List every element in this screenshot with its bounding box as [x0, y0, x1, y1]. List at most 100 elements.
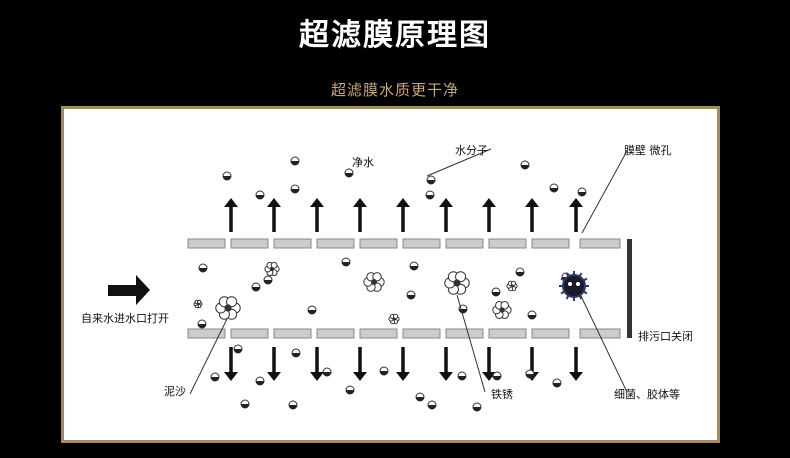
page-subtitle: 超滤膜水质更干净 [330, 81, 459, 99]
water-molecule-shade [553, 383, 561, 387]
membrane-segment-bottom [402, 328, 441, 339]
bacteria-eye [576, 282, 580, 286]
membrane-segment-bottom [488, 328, 527, 339]
leader-water-molecule [426, 148, 492, 177]
water-molecule-shade [291, 161, 299, 165]
sand-particle [226, 296, 238, 308]
membrane-segment-top [402, 238, 441, 249]
water-molecule-shade [578, 192, 586, 196]
membrane-segment-top [445, 238, 484, 249]
label-clean-water: 净水 [352, 156, 374, 169]
water-molecule-shade [492, 292, 500, 296]
arrow-down-head [569, 372, 583, 381]
water-molecule-shade [380, 371, 388, 375]
water-molecule-shade [234, 349, 242, 353]
arrow-up-head [353, 198, 367, 207]
water-molecule-shade [198, 324, 206, 328]
water-molecule-shade [346, 390, 354, 394]
membrane-segment-bottom [531, 328, 570, 339]
arrow-down-head [267, 372, 281, 381]
water-molecule-shade [252, 287, 260, 291]
label-sand: 泥沙 [164, 385, 186, 398]
arrow-down-head [310, 372, 324, 381]
outlet-closed-bar [627, 239, 632, 338]
impurity-particle [392, 313, 399, 320]
water-molecule-shade [199, 268, 207, 272]
membrane-segment-bottom [187, 328, 226, 339]
membrane-segment-top [531, 238, 570, 249]
leader-bacteria [579, 293, 628, 393]
bacteria-eye [568, 282, 572, 286]
impurity-particle [500, 301, 509, 310]
impurity-particle-core [510, 284, 514, 288]
water-molecule-shade [428, 405, 436, 409]
membrane-diagram [108, 148, 632, 412]
label-bacteria: 细菌、胶体等 [614, 388, 680, 401]
sand-particle-core [224, 304, 232, 312]
impurity-particle-core [371, 279, 377, 285]
membrane-segment-top [230, 238, 269, 249]
label-water-molecule: 水分子 [455, 144, 488, 157]
impurity-particle-core [196, 302, 200, 306]
impurity-particle [270, 261, 278, 269]
water-molecule-shade [458, 376, 466, 380]
arrow-up-head [569, 198, 583, 207]
water-molecule-shade [264, 280, 272, 284]
impurity-particle-core [392, 317, 396, 321]
water-molecule-shade [427, 180, 435, 184]
membrane-segment-bottom [230, 328, 269, 339]
arrow-up-head [224, 198, 238, 207]
water-molecule-shade [308, 310, 316, 314]
leader-rust [456, 294, 486, 393]
water-molecule-shade [526, 374, 534, 378]
water-molecule-shade [223, 176, 231, 180]
arrow-up-head [396, 198, 410, 207]
membrane-segment-top [359, 238, 398, 249]
water-molecule-shade [342, 262, 350, 266]
water-molecule-shade [426, 195, 434, 199]
impurity-particle-core [269, 266, 275, 272]
water-molecule-shade [256, 195, 264, 199]
membrane-segment-bottom [316, 328, 355, 339]
water-molecule-shade [345, 173, 353, 177]
water-molecule-shade [416, 397, 424, 401]
membrane-segment-top [579, 238, 621, 249]
water-molecule-shade [473, 407, 481, 411]
page-title: 超滤膜原理图 [299, 18, 491, 53]
arrow-up-head [310, 198, 324, 207]
impurity-particle [510, 280, 517, 287]
water-molecule-shade [410, 266, 418, 270]
water-molecule-shade [292, 353, 300, 357]
impurity-particle-core [499, 307, 505, 313]
rust-particle [455, 271, 467, 283]
arrow-down-head [482, 372, 496, 381]
membrane-segment-bottom [445, 328, 484, 339]
water-molecule-shade [521, 165, 529, 169]
membrane-segment-bottom [359, 328, 398, 339]
arrow-up-head [525, 198, 539, 207]
label-inlet: 自来水进水口打开 [81, 312, 169, 325]
arrow-up-head [439, 198, 453, 207]
membrane-segment-top [488, 238, 527, 249]
water-molecule-shade [323, 372, 331, 376]
water-molecule-shade [528, 315, 536, 319]
water-molecule-shade [407, 295, 415, 299]
diagram-panel: 净水 水分子 膜壁 微孔 自来水进水口打开 排污口关闭 泥沙 铁锈 细菌、胶体等 [61, 106, 720, 443]
arrow-down-head [396, 372, 410, 381]
membrane-segment-top [187, 238, 226, 249]
arrow-up-head [267, 198, 281, 207]
impurity-particle [197, 299, 202, 305]
arrow-down-head [224, 372, 238, 381]
arrow-down-head [353, 372, 367, 381]
water-molecule-shade [289, 405, 297, 409]
leader-sand [189, 318, 228, 395]
arrow-down-head [439, 372, 453, 381]
water-molecule-shade [241, 404, 249, 408]
inlet-arrow-tip [136, 275, 150, 305]
arrow-up-head [482, 198, 496, 207]
water-molecule-shade [516, 272, 524, 276]
water-molecule-shade [550, 188, 558, 192]
water-molecule-shade [493, 376, 501, 380]
bacteria-body [562, 274, 586, 298]
membrane-segment-bottom [579, 328, 621, 339]
